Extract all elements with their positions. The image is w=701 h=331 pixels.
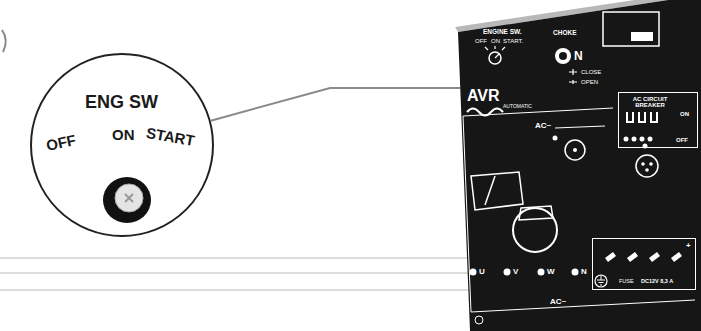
indicator-dot: [553, 136, 558, 141]
rule-line: [0, 289, 470, 291]
terminal-dot: [504, 269, 511, 276]
breaker-toggles: [627, 112, 657, 122]
switch-ticks: [485, 46, 505, 58]
dc-rating: DC12V 8,3 A: [641, 279, 673, 285]
ac-label: AC~: [535, 122, 551, 130]
panel-frame: [463, 108, 695, 312]
terminal-label: U: [479, 268, 485, 276]
position-label: START: [145, 125, 196, 148]
position-label: ON: [491, 38, 500, 44]
ground-lines: [597, 275, 605, 285]
dc-output-box: FUSE DC12V 8,3 A +: [592, 238, 696, 290]
terminal-post: [649, 252, 660, 262]
socket: [565, 140, 585, 160]
panel-face: [458, 0, 701, 331]
breaker-dot: [624, 137, 629, 142]
breaker-dot: [640, 137, 645, 142]
hour-meter: [603, 12, 659, 46]
panel-screw: [475, 316, 483, 324]
knob-screw: [125, 194, 133, 202]
choke-position: OPEN: [581, 79, 598, 85]
socket-pin: [573, 148, 577, 152]
terminal-dot: [470, 269, 477, 276]
position-label: OFF: [475, 38, 487, 44]
socket-pin: [645, 168, 649, 172]
terminal-post: [605, 252, 616, 262]
socket-cap: [519, 206, 553, 220]
breaker-position: OFF: [676, 137, 688, 143]
terminal-post: [627, 252, 638, 262]
position-label: ON: [112, 127, 135, 142]
leader-line: [211, 88, 461, 121]
choke-knob: [555, 48, 571, 64]
ac-rule: [555, 126, 605, 128]
avr-label: AVR: [467, 88, 500, 104]
polarity-mark: +: [686, 242, 691, 250]
position-label: START.: [503, 38, 523, 44]
fuse-label: FUSE: [619, 279, 634, 285]
rule-line: [0, 272, 470, 274]
choke-mark: N: [574, 50, 583, 62]
socket-pin: [641, 162, 645, 166]
knob-body: [103, 177, 151, 223]
knob-face: [115, 184, 143, 212]
control-panel: AC CIRCUIT BREAKERONOFFFUSEDC12V 8,3 A+E…: [455, 0, 701, 331]
breaker-label: AC CIRCUIT BREAKER: [623, 96, 677, 108]
switch-title: ENG SW: [32, 93, 211, 111]
terminal-label: V: [513, 268, 518, 276]
terminal-post: [671, 252, 682, 262]
terminal-label: W: [547, 268, 555, 276]
socket-housing: [471, 172, 523, 210]
breaker-dot: [632, 137, 637, 142]
breaker-position: ON: [680, 111, 689, 117]
choke-position: CLOSE: [581, 69, 601, 75]
switch-label: ENGINE SW.: [483, 29, 522, 36]
terminal-label: N: [581, 268, 587, 276]
choke-knob-center: [559, 52, 567, 60]
socket: [636, 155, 658, 177]
meter-window: [631, 32, 653, 41]
socket-flap: [485, 176, 495, 205]
breaker-dot: [648, 137, 653, 142]
breaker-box: AC CIRCUIT BREAKERON OFF: [618, 92, 698, 148]
ac-label: AC~: [550, 298, 566, 306]
position-label: OFF: [45, 132, 77, 153]
choke-icons: [569, 69, 577, 84]
choke-label: CHOKE: [553, 30, 576, 37]
bracket-fragment: [2, 30, 6, 52]
terminal-dot: [572, 269, 579, 276]
avr-mode: AUTOMATIC: [503, 104, 532, 109]
ground-symbol: [595, 275, 607, 287]
rule-line: [0, 257, 470, 259]
socket-pin: [649, 162, 653, 166]
terminal-dot: [538, 269, 545, 276]
callout-circle: ENG SW OFF ON START: [30, 53, 214, 237]
